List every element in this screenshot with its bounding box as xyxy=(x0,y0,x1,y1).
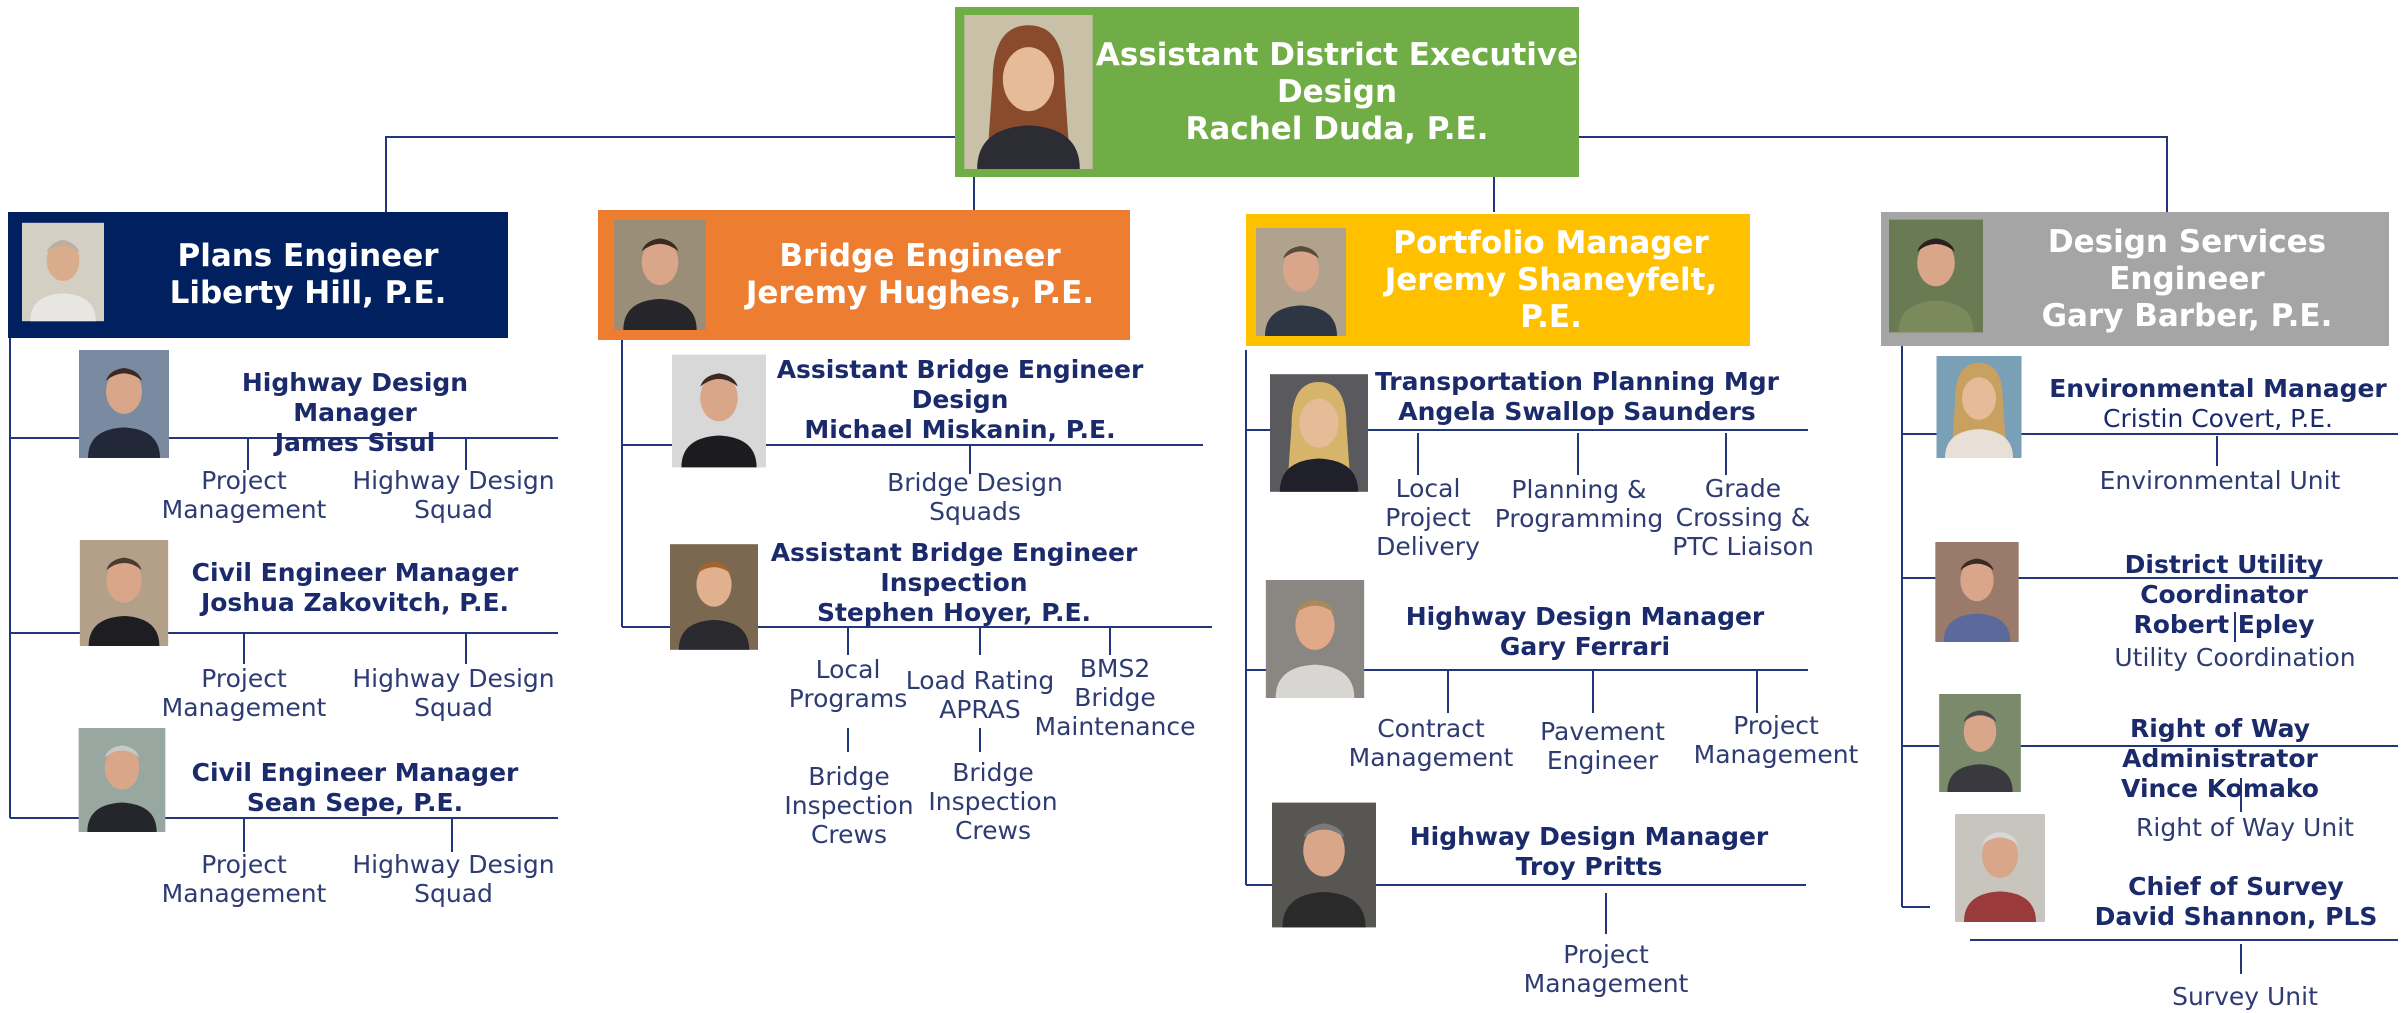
unit-label: Load Rating APRAS xyxy=(905,666,1055,724)
civil-engineer-manager-title: Civil Engineer Manager Sean Sepe, P.E. xyxy=(191,758,519,817)
unit-label: Project Management xyxy=(161,466,327,524)
bridge-engineer-box: Bridge Engineer Jeremy Hughes, P.E. xyxy=(598,210,1130,340)
portrait-photo xyxy=(1262,580,1368,698)
plans-engineer-box: Plans Engineer Liberty Hill, P.E. xyxy=(8,212,508,338)
col4-connector xyxy=(1901,346,2398,974)
unit-label: Bridge Design Squads xyxy=(887,468,1063,526)
top-connector xyxy=(385,136,2168,212)
portrait-photo xyxy=(22,222,104,322)
portrait-photo xyxy=(1938,814,2062,922)
unit-label: Highway Design Squad xyxy=(352,466,555,524)
civil-engineer-manager-title: Civil Engineer Manager Joshua Zakovitch,… xyxy=(191,558,519,617)
portrait-photo xyxy=(1932,694,2028,792)
portrait-photo xyxy=(1252,228,1350,336)
portrait-photo xyxy=(1930,356,2028,458)
design-services-engineer-role: Design Services Engineer xyxy=(2047,223,2327,297)
unit-label: Local Programs xyxy=(788,655,908,713)
portrait-photo xyxy=(1272,802,1376,928)
unit-label: Planning & Programming xyxy=(1494,475,1664,533)
unit-label: BMS2 Bridge Maintenance xyxy=(1034,654,1196,741)
col1-connector xyxy=(9,338,558,852)
portrait-photo xyxy=(74,350,174,458)
unit-label: Bridge Inspection Crews xyxy=(928,758,1058,845)
col3-connector xyxy=(1245,350,1808,934)
unit-label: Contract Management xyxy=(1348,714,1514,772)
chief-of-survey-title: Chief of Survey David Shannon, PLS xyxy=(2094,872,2378,931)
unit-label: Project Management xyxy=(1693,711,1859,769)
unit-label: Right of Way Unit xyxy=(2136,813,2354,842)
design-services-engineer-name: Gary Barber, P.E. xyxy=(2041,297,2333,334)
unit-label: Highway Design Squad xyxy=(352,664,555,722)
highway-design-manager-title: Highway Design Manager James Sisul xyxy=(241,368,469,457)
unit-label: Project Management xyxy=(161,850,327,908)
top-role: Assistant District Executive xyxy=(1095,36,1579,73)
highway-design-manager-title: Highway Design Manager Troy Pritts xyxy=(1409,822,1769,881)
portrait-photo xyxy=(963,15,1094,169)
right-of-way-administrator-title: Right of Way Administrator Vince Komako xyxy=(2121,714,2319,803)
portrait-photo xyxy=(72,728,172,832)
unit-label: Bridge Inspection Crews xyxy=(784,762,914,849)
unit-label: Pavement Engineer xyxy=(1540,717,1665,775)
portrait-photo xyxy=(612,220,708,330)
unit-label: Environmental Unit xyxy=(2099,466,2341,495)
portrait-photo xyxy=(670,538,758,656)
unit-label: Project Management xyxy=(161,664,327,722)
transportation-planning-mgr-title: Transportation Planning Mgr Angela Swall… xyxy=(1374,367,1780,426)
environmental-manager-title: Environmental Manager Cristin Covert, P.… xyxy=(2049,374,2387,433)
assistant-bridge-engineer-inspection-title: Assistant Bridge Engineer Inspection Ste… xyxy=(770,538,1138,627)
top-name: Rachel Duda, P.E. xyxy=(1185,110,1489,147)
portrait-photo xyxy=(1889,218,1983,334)
top-area: Design xyxy=(1276,73,1398,110)
bridge-engineer-name: Jeremy Hughes, P.E. xyxy=(745,275,1095,311)
assistant-bridge-engineer-design-title: Assistant Bridge Engineer Design Michael… xyxy=(776,355,1144,444)
highway-design-manager-title: Highway Design Manager Gary Ferrari xyxy=(1405,602,1765,661)
col2-connector xyxy=(621,340,1212,752)
portfolio-manager-role: Portfolio Manager xyxy=(1393,224,1709,261)
plans-engineer-name: Liberty Hill, P.E. xyxy=(169,275,447,311)
district-utility-coordinator-title: District Utility Coordinator Robert Eple… xyxy=(2124,550,2324,639)
portfolio-manager-name: Jeremy Shaneyfelt, P.E. xyxy=(1384,261,1718,335)
unit-label: Highway Design Squad xyxy=(352,850,555,908)
unit-label: Survey Unit xyxy=(2172,982,2318,1011)
portrait-photo xyxy=(74,540,174,646)
top-box: Assistant District Executive Design Rach… xyxy=(955,7,1579,177)
portrait-photo xyxy=(672,354,766,468)
bridge-engineer-role: Bridge Engineer xyxy=(779,238,1061,274)
plans-engineer-role: Plans Engineer xyxy=(177,238,439,274)
unit-label: Local Project Delivery xyxy=(1376,474,1480,561)
unit-label: Project Management xyxy=(1523,940,1689,998)
unit-label: Utility Coordination xyxy=(2114,643,2356,672)
portrait-photo xyxy=(1930,542,2024,642)
design-services-engineer-box: Design Services Engineer Gary Barber, P.… xyxy=(1881,212,2389,346)
portfolio-manager-box: Portfolio Manager Jeremy Shaneyfelt, P.E… xyxy=(1246,214,1750,346)
portrait-photo xyxy=(1270,372,1368,494)
unit-label: Grade Crossing & PTC Liaison xyxy=(1672,474,1814,561)
